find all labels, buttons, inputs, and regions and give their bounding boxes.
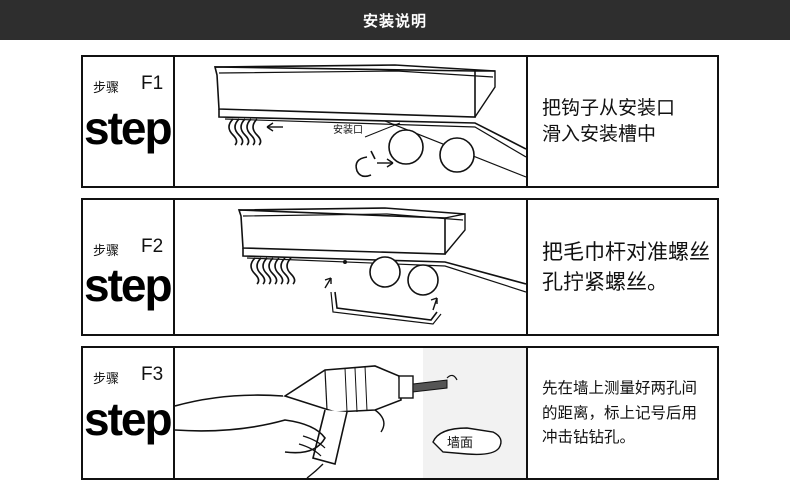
step-word: step (84, 102, 173, 154)
step-instruction-cell: 把毛巾杆对准螺丝孔拧紧螺丝。 (528, 200, 717, 334)
rack-bar-illustration (237, 207, 526, 325)
step-cn-label: 步骤 (93, 244, 120, 259)
step-label-cell: 步骤 F2 step (83, 200, 175, 334)
step-word: step (84, 259, 173, 311)
step-cn-label: 步骤 (93, 372, 120, 387)
step-code: F3 (141, 364, 164, 385)
install-slot-callout: 安装口 (333, 123, 363, 136)
step-label-cell: 步骤 F1 step (83, 57, 175, 186)
page-header: 安装说明 (0, 0, 790, 40)
step-illustration: 墙面 (175, 348, 528, 478)
step-cn-label: 步骤 (93, 81, 120, 96)
step-instruction-cell: 先在墙上测量好两孔间的距离，标上记号后用冲击钻钻孔。 (528, 348, 717, 478)
step-word: step (84, 393, 173, 445)
step-instruction: 把毛巾杆对准螺丝孔拧紧螺丝。 (542, 239, 710, 294)
step-row-f3: 步骤 F3 step (81, 346, 719, 480)
step-row-f1: 步骤 F1 step 安装口 (81, 55, 719, 188)
step-illustration (175, 200, 528, 334)
drill-wall-illustration: 墙面 (175, 348, 526, 478)
wall-callout: 墙面 (447, 436, 473, 451)
step-label-cell: 步骤 F3 step (83, 348, 175, 478)
step-row-f2: 步骤 F2 step (81, 198, 719, 336)
rack-hook-illustration: 安装口 (213, 64, 526, 178)
step-instruction-cell: 把钩子从安装口滑入安装槽中 (528, 57, 717, 186)
step-illustration: 安装口 (175, 57, 528, 186)
step-instruction: 先在墙上测量好两孔间的距离，标上记号后用冲击钻钻孔。 (542, 378, 698, 447)
step-code: F2 (141, 236, 164, 257)
step-code: F1 (141, 73, 164, 94)
page-title: 安装说明 (362, 11, 427, 30)
step-instruction: 把钩子从安装口滑入安装槽中 (542, 96, 676, 145)
